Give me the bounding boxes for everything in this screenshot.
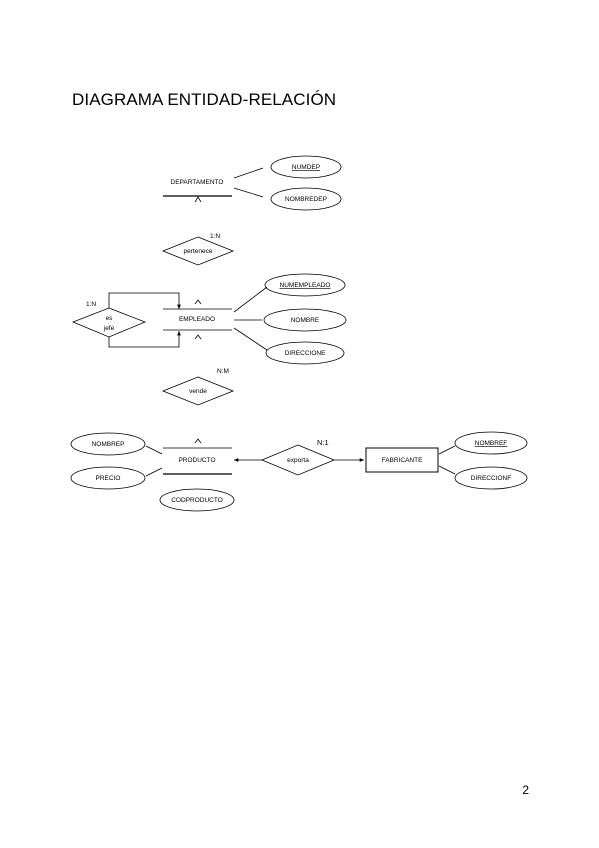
recursive-line-bottom <box>108 331 181 348</box>
attribute-nombredep: NOMBREDEP <box>270 187 342 211</box>
attribute-precio: PRECIO <box>70 466 146 490</box>
entity-producto: PRODUCTO <box>163 438 232 475</box>
attribute-direccione-label: DIRECCIONE <box>285 350 326 357</box>
attribute-nombrep-label: NOMBREP <box>92 441 125 448</box>
attribute-nombrep: NOMBREP <box>70 432 146 456</box>
relationship-es-jefe: es jefe <box>71 307 147 338</box>
entity-fabricante-label: FABRICANTE <box>382 457 423 464</box>
relationship-vende: vende <box>161 376 235 406</box>
crows-foot-icon <box>194 196 202 203</box>
attribute-codproducto-label: CODPRODUCTO <box>171 497 223 504</box>
attribute-numdep-label: NUMDEP <box>292 164 320 171</box>
attribute-nombref: NOMBREF <box>454 431 528 455</box>
crows-foot-icon <box>194 438 202 444</box>
attribute-nombre: NOMBRE <box>263 308 347 332</box>
cardinality-vende: N:M <box>217 368 229 375</box>
cardinality-exporta: N:1 <box>317 438 329 447</box>
attribute-direccionf: DIRECCIONF <box>454 466 528 490</box>
attribute-numdep: NUMDEP <box>270 155 342 179</box>
relationship-pertenece-label: pertenece <box>184 248 213 255</box>
cardinality-es-jefe: 1:N <box>86 301 96 308</box>
connector-line <box>233 167 264 179</box>
crows-foot-icon <box>194 334 202 340</box>
attribute-numempleado-label: NUMEMPLEADO <box>280 282 331 289</box>
connector-line <box>145 445 163 455</box>
cardinality-pertenece: 1:N <box>210 233 220 240</box>
entity-empleado: EMPLEADO <box>163 299 232 340</box>
attribute-precio-label: PRECIO <box>96 475 121 482</box>
connector-line <box>233 187 264 198</box>
entity-producto-label: PRODUCTO <box>178 457 215 464</box>
connector-line <box>233 286 268 313</box>
connector-line <box>233 327 268 351</box>
relationship-pertenece: pertenece <box>161 236 235 266</box>
relationship-vende-label: vende <box>189 388 207 395</box>
page-number: 2 <box>522 783 529 797</box>
recursive-line-top <box>108 292 181 309</box>
entity-departamento: DEPARTAMENTO <box>163 179 232 203</box>
entity-empleado-label: EMPLEADO <box>179 316 215 323</box>
relationship-es-jefe-label-1: es <box>106 315 114 322</box>
attribute-nombref-label: NOMBREF <box>475 440 508 447</box>
attribute-direccione: DIRECCIONE <box>265 341 345 365</box>
attribute-codproducto: CODPRODUCTO <box>159 488 235 512</box>
crows-foot-icon <box>194 299 202 305</box>
connector-line <box>145 467 163 477</box>
entity-departamento-label: DEPARTAMENTO <box>171 179 224 186</box>
entity-fabricante: FABRICANTE <box>365 447 439 473</box>
relationship-exporta-label: exporta <box>287 457 309 464</box>
attribute-nombre-label: NOMBRE <box>291 317 320 324</box>
connector-line <box>438 465 456 475</box>
connector-line <box>438 445 456 455</box>
relationship-exporta: exporta <box>260 444 336 476</box>
attribute-nombredep-label: NOMBREDEP <box>285 196 327 203</box>
page-title: DIAGRAMA ENTIDAD-RELACIÓN <box>72 90 337 109</box>
attribute-direccionf-label: DIRECCIONF <box>471 475 511 482</box>
relationship-es-jefe-label-2: jefe <box>103 325 115 332</box>
attribute-numempleado: NUMEMPLEADO <box>264 273 346 297</box>
